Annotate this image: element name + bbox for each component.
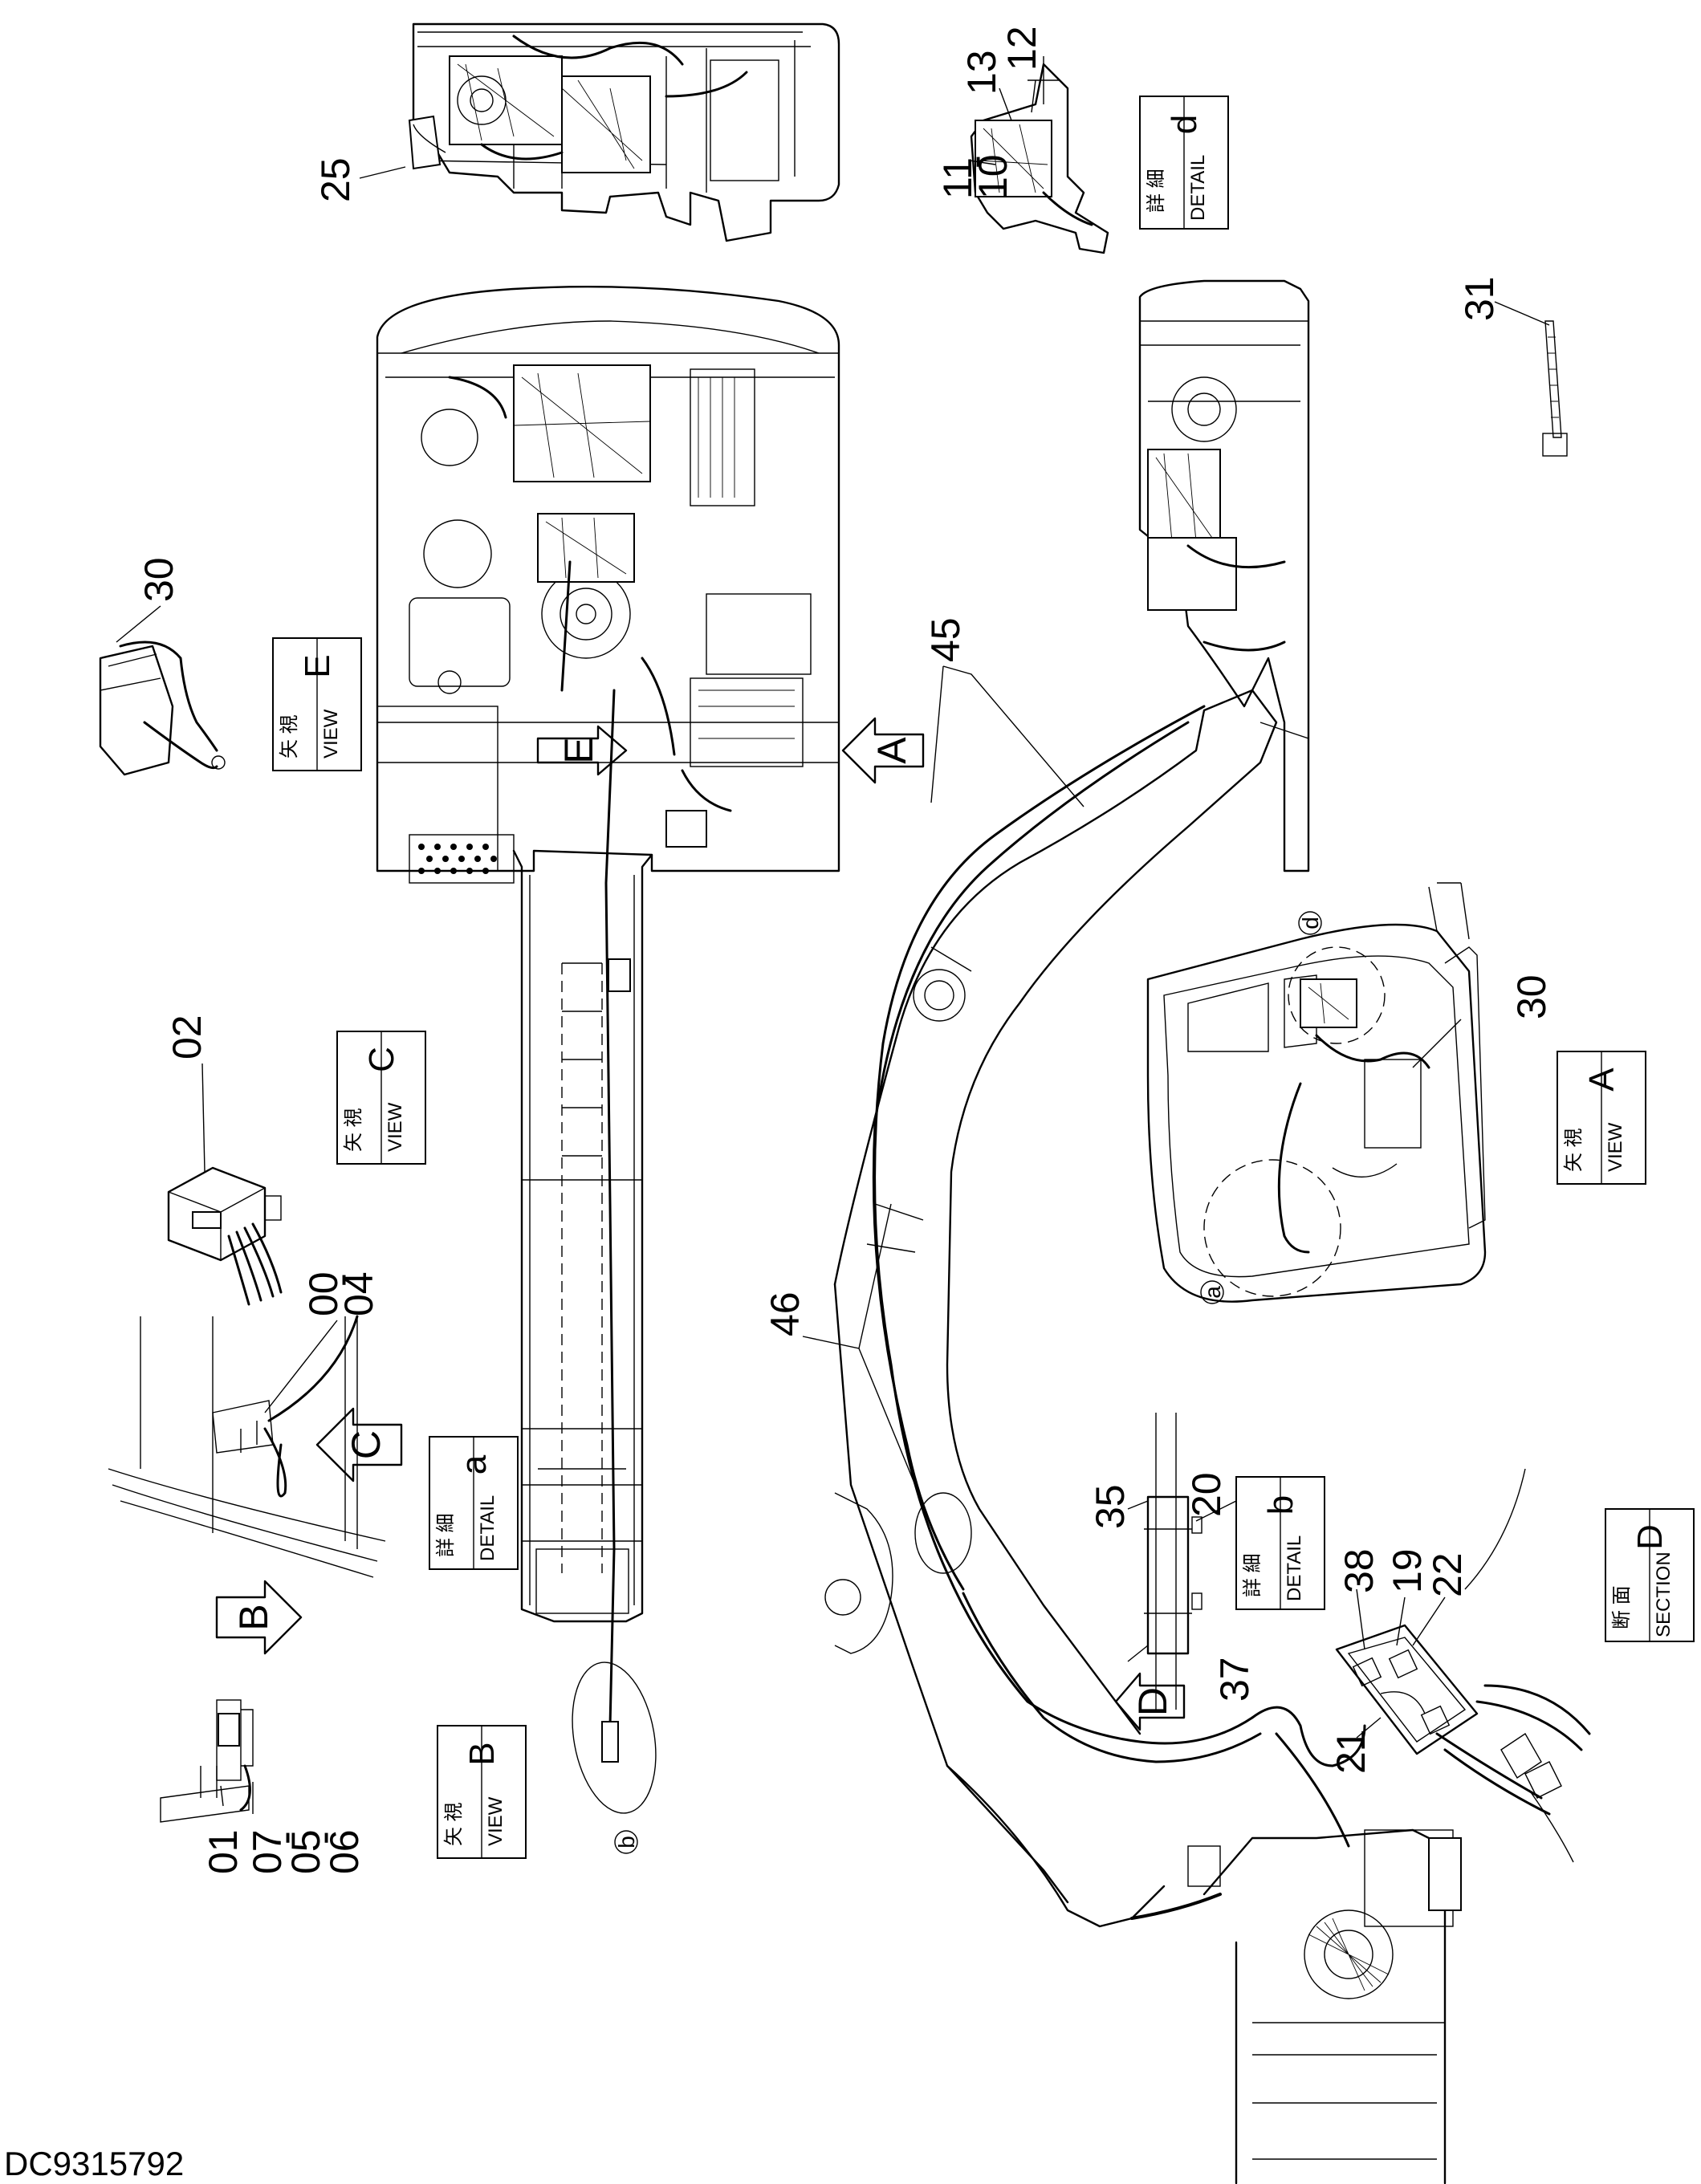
- label-02: 02: [165, 1015, 210, 1059]
- label-05: 05: [283, 1829, 328, 1874]
- side-view-boom: [824, 689, 1462, 2184]
- svg-text:B: B: [462, 1742, 502, 1765]
- label-01: 01: [201, 1829, 246, 1874]
- label-13: 13: [959, 50, 1004, 95]
- arrow-A-indicator: A: [841, 717, 925, 784]
- detail-d-drawing: [970, 56, 1109, 254]
- arrow-C-indicator: C: [315, 1407, 403, 1482]
- label-38: 38: [1337, 1548, 1382, 1593]
- box-detail-b: 詳 細 DETAIL b: [1235, 1476, 1325, 1610]
- gear-wheel: [1304, 1909, 1394, 1999]
- svg-text:a: a: [1200, 1286, 1225, 1299]
- view-b-drawing: [160, 1699, 254, 1823]
- svg-text:C: C: [344, 1430, 389, 1459]
- label-06: 06: [322, 1829, 367, 1874]
- arrow-E-indicator: E: [536, 725, 628, 776]
- main-plan-view: [376, 285, 840, 1814]
- arrow-D-indicator: D: [1114, 1672, 1186, 1731]
- arrow-B-indicator: B: [215, 1580, 303, 1655]
- label-37: 37: [1212, 1657, 1257, 1702]
- label-30-view-e: 30: [136, 557, 181, 602]
- svg-text:b: b: [1261, 1495, 1300, 1515]
- detail-marker-a: a: [1200, 1280, 1225, 1304]
- label-range-dash-11-10: -: [953, 155, 998, 169]
- box-view-e: 矢 視 VIEW E: [272, 637, 362, 771]
- svg-text:DETAIL: DETAIL: [477, 1495, 498, 1561]
- svg-text:断 面: 断 面: [1611, 1585, 1633, 1629]
- svg-text:VIEW: VIEW: [1605, 1122, 1626, 1172]
- label-22: 22: [1425, 1552, 1470, 1597]
- label-31: 31: [1457, 276, 1502, 321]
- svg-text:矢 視: 矢 視: [343, 1108, 364, 1152]
- section-d-drawing: [1335, 1468, 1591, 1863]
- svg-text:C: C: [362, 1047, 401, 1072]
- box-detail-d: 詳 細 DETAIL d: [1139, 96, 1229, 230]
- label-19: 19: [1385, 1548, 1430, 1593]
- right-upper-side-view: [1138, 279, 1310, 872]
- label-45: 45: [923, 617, 968, 662]
- detail-marker-d: d: [1298, 911, 1323, 935]
- label-30-view-a: 30: [1509, 974, 1554, 1019]
- svg-text:矢 視: 矢 視: [1563, 1128, 1585, 1172]
- svg-text:詳 細: 詳 細: [1146, 169, 1167, 213]
- svg-text:A: A: [1582, 1068, 1622, 1092]
- label-25: 25: [313, 157, 358, 202]
- svg-text:B: B: [231, 1604, 276, 1630]
- view-c-drawing: [167, 1166, 283, 1306]
- label-07: 07: [245, 1829, 290, 1874]
- label-range-dash-07-05: -: [262, 1831, 307, 1844]
- detail-b-drawing: [1144, 1413, 1203, 1710]
- label-range-dash-05-06: -: [301, 1831, 346, 1844]
- view-a-drawing: [1146, 882, 1487, 1303]
- view-e-drawing: [99, 641, 226, 776]
- part-labels: 25 11 - 10 13 12 31 30 45 02 30 00 - 04 …: [136, 26, 1554, 1874]
- box-view-b: 矢 視 VIEW B: [437, 1725, 527, 1859]
- label-11: 11: [935, 157, 980, 199]
- label-10: 10: [971, 154, 1015, 199]
- svg-text:b: b: [614, 1836, 639, 1848]
- label-21: 21: [1329, 1729, 1373, 1774]
- svg-text:D: D: [1130, 1687, 1175, 1716]
- svg-text:VIEW: VIEW: [485, 1796, 507, 1846]
- svg-text:d: d: [1165, 115, 1204, 134]
- step-plate-holes: [418, 844, 497, 874]
- svg-text:矢 視: 矢 視: [279, 714, 300, 759]
- box-section-d: 断 面 SECTION D: [1605, 1508, 1695, 1642]
- label-35: 35: [1088, 1484, 1133, 1529]
- svg-text:DETAIL: DETAIL: [1284, 1535, 1305, 1601]
- box-view-a: 矢 視 VIEW A: [1557, 1051, 1646, 1185]
- svg-text:VIEW: VIEW: [320, 709, 342, 759]
- svg-text:E: E: [298, 654, 337, 677]
- svg-text:詳 細: 詳 細: [1242, 1553, 1264, 1597]
- svg-text:VIEW: VIEW: [385, 1102, 406, 1152]
- label-04: 04: [336, 1271, 381, 1316]
- box-detail-a: 詳 細 DETAIL a: [429, 1436, 519, 1570]
- svg-text:DETAIL: DETAIL: [1187, 155, 1209, 221]
- label-12: 12: [999, 26, 1044, 71]
- svg-text:D: D: [1630, 1524, 1670, 1550]
- svg-text:d: d: [1298, 917, 1323, 929]
- box-view-c: 矢 視 VIEW C: [336, 1031, 426, 1165]
- svg-text:A: A: [869, 737, 914, 764]
- label-46: 46: [763, 1291, 808, 1336]
- svg-text:a: a: [454, 1454, 494, 1474]
- svg-text:矢 視: 矢 視: [443, 1802, 465, 1846]
- label-00: 00: [301, 1271, 346, 1316]
- detail-marker-b: b: [614, 1830, 639, 1854]
- leader-lines: [116, 79, 1550, 1814]
- svg-text:SECTION: SECTION: [1653, 1552, 1675, 1637]
- cable-tie-drawing: [1542, 320, 1568, 457]
- label-20: 20: [1184, 1472, 1229, 1517]
- drawing-id: DC9315792: [4, 2145, 184, 2182]
- svg-text:E: E: [556, 737, 601, 763]
- top-machine-view: [408, 22, 840, 242]
- label-range-dash-00-04: -: [319, 1273, 364, 1287]
- detail-a-drawing: [108, 1315, 386, 1578]
- svg-text:詳 細: 詳 細: [435, 1513, 457, 1557]
